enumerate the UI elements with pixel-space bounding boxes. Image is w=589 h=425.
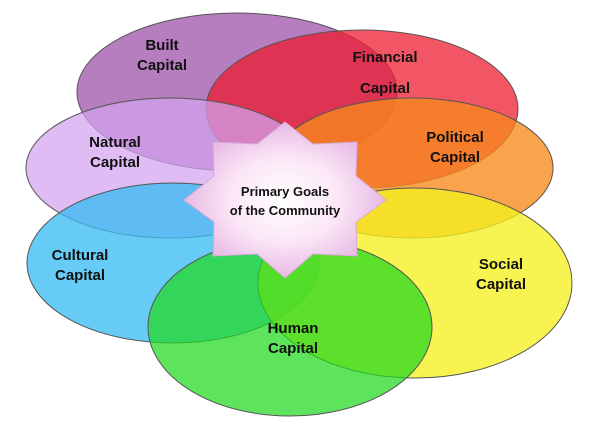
cultural-capital-line1: Cultural bbox=[51, 247, 109, 264]
center-star bbox=[183, 121, 387, 279]
natural-capital-line1: Natural bbox=[89, 134, 141, 151]
financial-capital-line1: Financial bbox=[352, 49, 418, 66]
built-capital-label: Built Capital bbox=[117, 36, 207, 76]
center-goals-label: Primary Goals of the Community bbox=[215, 182, 355, 220]
political-capital-label: Political Capital bbox=[410, 128, 500, 168]
human-capital-line1: Human bbox=[267, 320, 319, 337]
political-capital-line1: Political bbox=[426, 129, 484, 146]
human-capital-label: Human Capital bbox=[248, 319, 338, 359]
cultural-capital-line2: Capital bbox=[54, 267, 105, 284]
center-goals-line1: Primary Goals bbox=[240, 184, 330, 199]
cultural-capital-label: Cultural Capital bbox=[35, 246, 125, 286]
built-capital-line2: Capital bbox=[136, 57, 187, 74]
center-goals-line2: of the Community bbox=[229, 203, 341, 218]
natural-capital-line2: Capital bbox=[89, 154, 140, 171]
political-capital-line2: Capital bbox=[429, 149, 480, 166]
built-capital-line1: Built bbox=[145, 37, 179, 54]
human-capital-line2: Capital bbox=[267, 340, 318, 357]
financial-capital-line2: Capital bbox=[359, 80, 410, 97]
financial-capital-label: Financial Capital bbox=[340, 42, 430, 104]
social-capital-line1: Social bbox=[478, 256, 524, 273]
social-capital-line2: Capital bbox=[475, 276, 526, 293]
social-capital-label: Social Capital bbox=[456, 255, 546, 295]
natural-capital-label: Natural Capital bbox=[70, 133, 160, 173]
